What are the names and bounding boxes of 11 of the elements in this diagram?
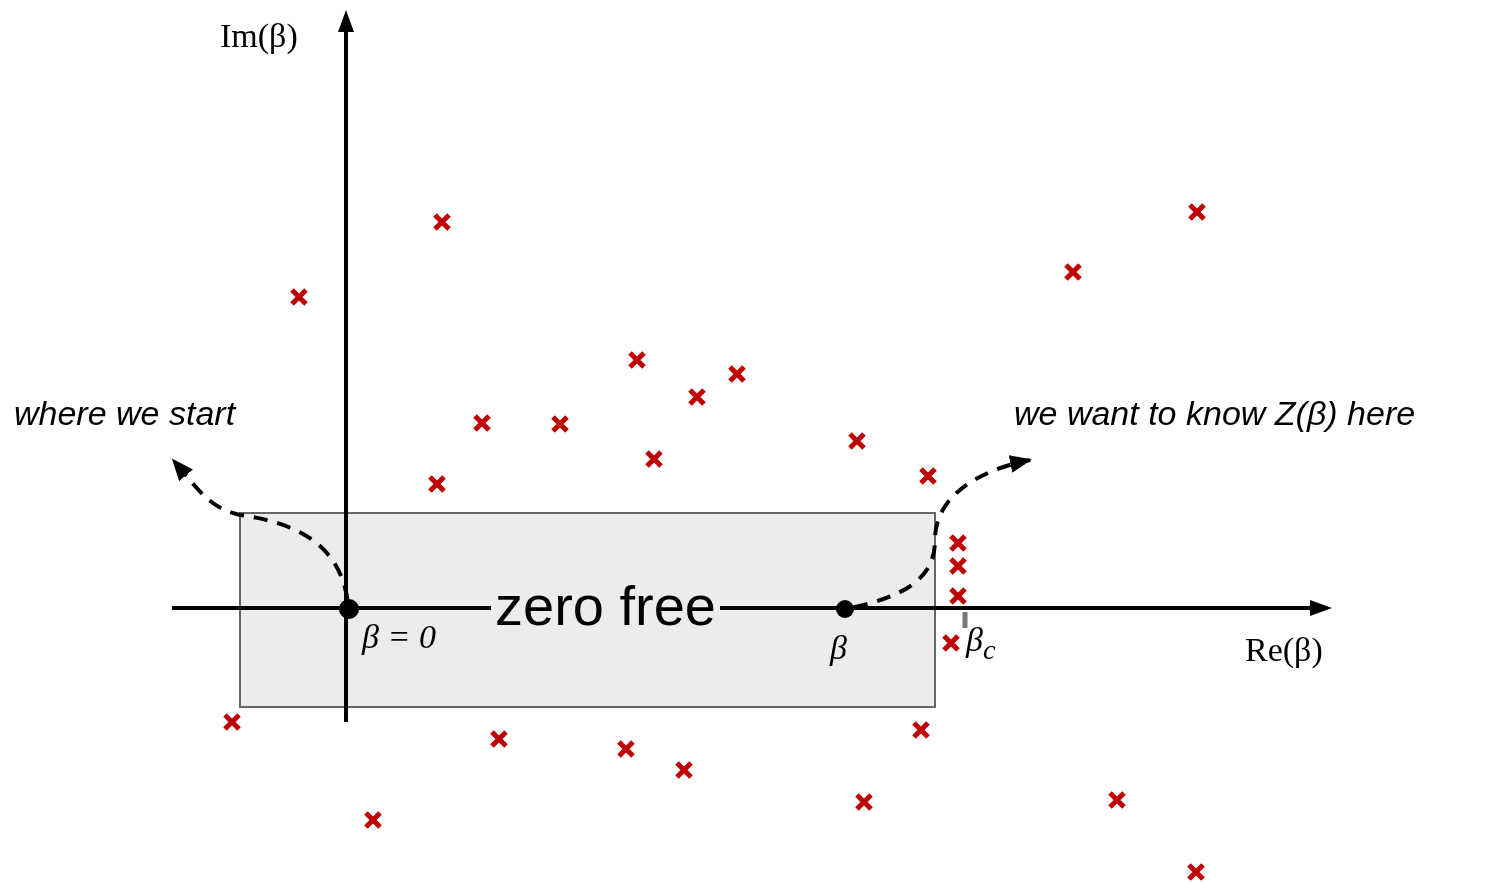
axis-label: Im(β)	[220, 16, 298, 56]
axis-label: β$_{c}$	[966, 620, 996, 667]
point-label: β	[830, 628, 847, 668]
point-marker	[339, 599, 359, 619]
annotation-text: we want to know Z(β) here	[1014, 392, 1416, 434]
axis-label: Re(β)	[1245, 630, 1323, 670]
zero-free-region	[239, 512, 936, 708]
annotation-text: where we start	[14, 392, 236, 434]
point-label: β = 0	[362, 617, 436, 657]
dashed-arrow	[171, 458, 350, 600]
point-marker	[836, 600, 854, 618]
